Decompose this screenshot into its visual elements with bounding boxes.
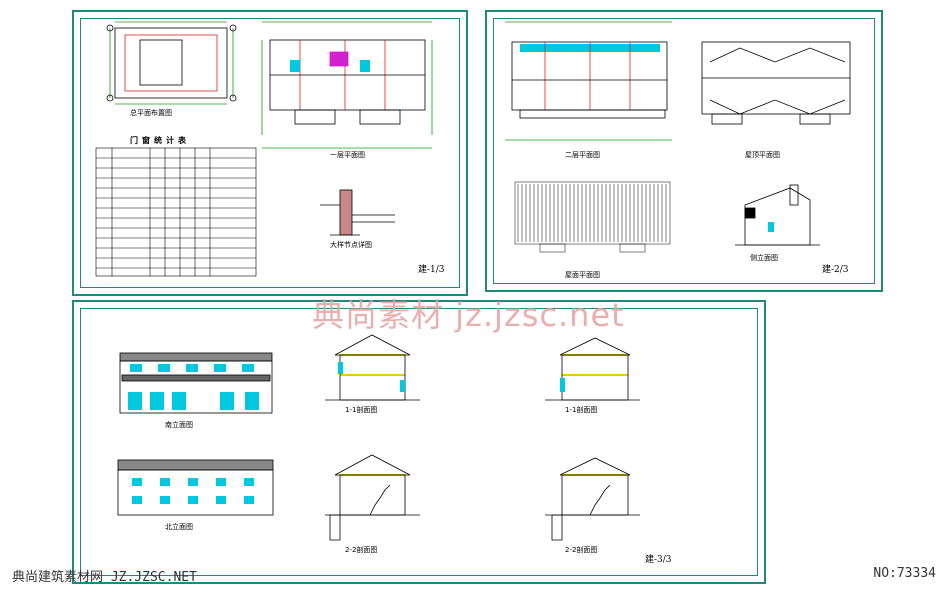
caption-gable: 侧立面图 [750,254,778,262]
first-floor-plan-drawing [261,21,433,149]
caption-front-elevation: 南立面图 [165,421,193,429]
second-floor-plan-drawing [505,21,672,141]
caption-back-elevation: 北立面图 [165,523,193,531]
section-2-2-right-drawing [545,457,640,541]
gable-elevation-drawing [735,184,820,246]
sheet-3-frame [72,300,766,584]
front-elevation-drawing [119,352,273,414]
caption-section-2-2-right: 2-2剖面图 [565,546,598,554]
caption-first-floor: 一层平面图 [330,151,365,159]
caption-site-plan: 总平面布置图 [130,109,172,117]
caption-section-1-1-right: 1-1剖面图 [565,406,598,414]
site-plan-drawing [106,21,237,105]
footer-number: NO:73334 [873,566,936,581]
caption-roof-tiles: 屋面平面图 [565,271,600,279]
back-elevation-drawing [117,459,274,516]
roof-plan-drawing [701,41,851,125]
caption-section-2-2-left: 2-2剖面图 [345,546,378,554]
footer-site-name: 典尚建筑素材网 JZ.JZSC.NET [12,570,197,585]
caption-second-floor: 二层平面图 [565,151,600,159]
caption-detail: 大样节点详图 [330,241,372,249]
door-window-table [95,147,257,277]
section-2-2-left-drawing [325,454,420,541]
section-1-1-left-drawing [325,334,420,401]
detail-drawing [320,189,395,236]
sheet-1-number: 建-1/3 [418,265,445,275]
section-1-1-right-drawing [545,337,640,401]
watermark: 典尚素材 jz.jzsc.net [312,296,625,334]
caption-section-1-1-left: 1-1剖面图 [345,406,378,414]
sheet-3-number: 建-3/3 [645,555,672,565]
caption-roof-plan: 屋顶平面图 [745,151,780,159]
roof-tiles-drawing [514,181,671,253]
sheet-2-number: 建-2/3 [822,265,849,275]
door-window-table-title: 门窗统计表 [130,136,190,145]
